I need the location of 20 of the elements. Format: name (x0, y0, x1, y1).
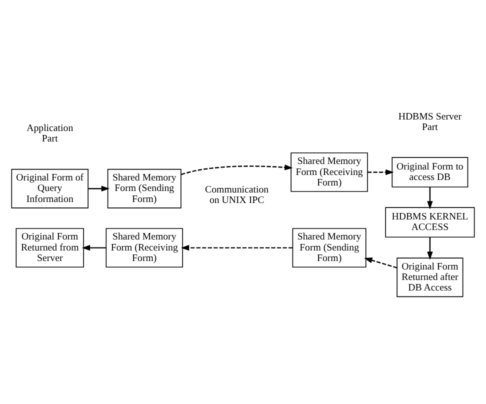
node-box: Original Form Returned after DB Access (396, 258, 464, 298)
label: HDBMS Server Part (398, 111, 462, 133)
node-box: HDBMS KERNEL ACCESS (385, 207, 475, 238)
label: Communication on UNIX IPC (205, 184, 269, 206)
label: Application Part (26, 122, 74, 144)
arrow (427, 187, 433, 210)
arrow (364, 258, 398, 268)
arrow (368, 169, 394, 176)
node-box: Original Form to access DB (392, 157, 468, 188)
node-box: Shared Memory Form (Receiving Form) (290, 152, 368, 192)
node-box: Shared Memory Form (Receiving Form) (106, 228, 183, 268)
node-box: Original Form Returned from Server (16, 228, 84, 268)
arrow (180, 244, 293, 251)
arrow (181, 164, 293, 176)
node-box: Original Form of Query Information (11, 168, 88, 208)
arrow (88, 186, 110, 192)
node-box: Shared Memory Form (Sending Form) (107, 168, 182, 208)
arrow (427, 237, 433, 260)
arrow (82, 244, 106, 251)
node-box: Shared Memory Form (Sending Form) (292, 228, 366, 268)
